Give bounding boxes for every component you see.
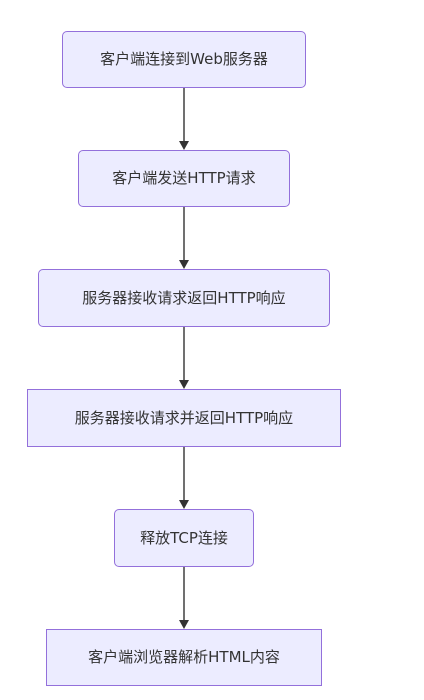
flow-node-label: 客户端发送HTTP请求 — [112, 169, 256, 187]
flow-node-receive-response: 服务器接收请求返回HTTP响应 — [38, 269, 330, 327]
edge-n3-n4 — [179, 327, 189, 389]
flow-node-send-request: 客户端发送HTTP请求 — [78, 150, 290, 207]
flow-node-label: 客户端浏览器解析HTML内容 — [88, 648, 280, 666]
flow-node-label: 服务器接收请求返回HTTP响应 — [82, 288, 286, 307]
flow-node-connect: 客户端连接到Web服务器 — [62, 31, 306, 88]
edge-n4-n5 — [179, 447, 189, 509]
flow-node-release-tcp: 释放TCP连接 — [114, 509, 254, 567]
flow-node-parse-html: 客户端浏览器解析HTML内容 — [46, 629, 322, 686]
flow-node-receive-and-return: 服务器接收请求并返回HTTP响应 — [27, 389, 341, 447]
flow-node-label: 释放TCP连接 — [140, 528, 228, 547]
edge-n1-n2 — [179, 88, 189, 150]
edge-n2-n3 — [179, 207, 189, 269]
flow-node-label: 服务器接收请求并返回HTTP响应 — [74, 408, 294, 427]
edge-n5-n6 — [179, 567, 189, 629]
flow-node-label: 客户端连接到Web服务器 — [100, 50, 268, 68]
